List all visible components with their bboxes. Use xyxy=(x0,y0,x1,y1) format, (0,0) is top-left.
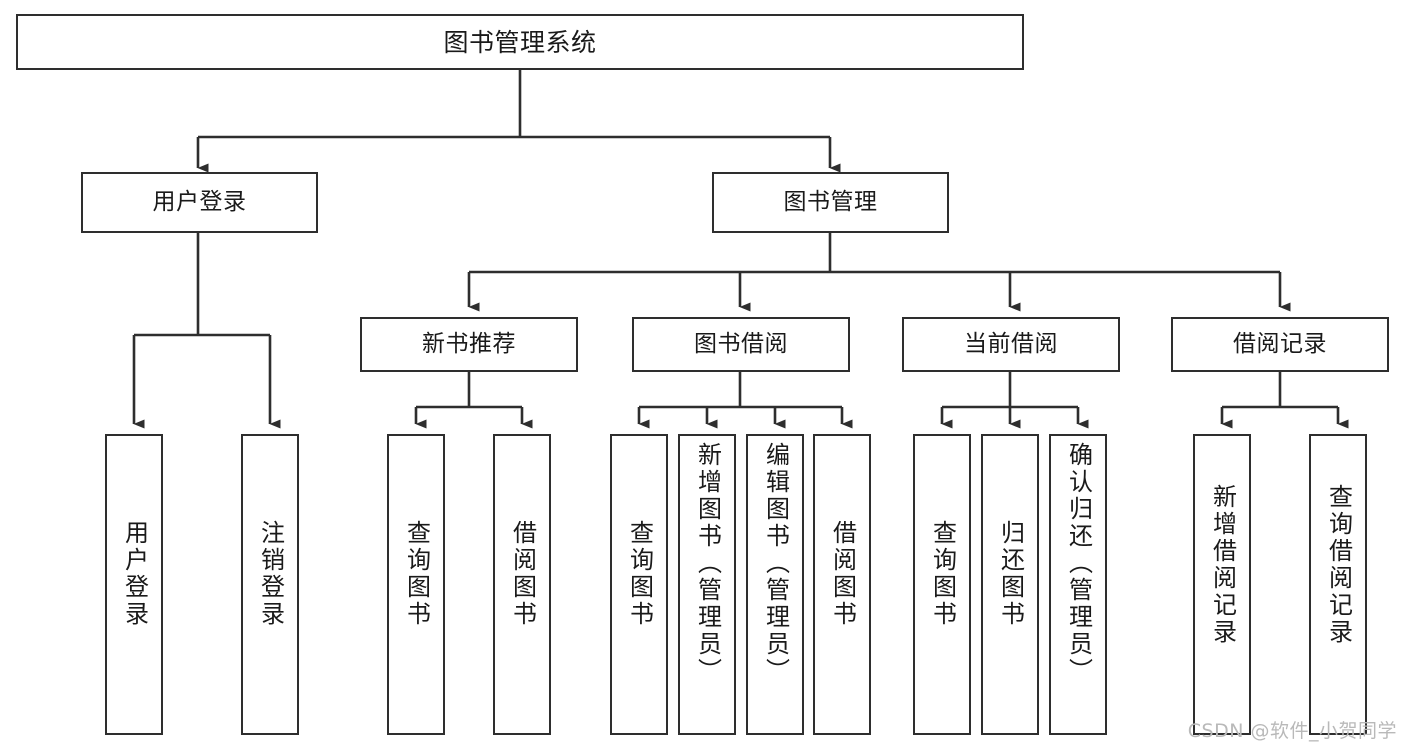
leaf-book-borrow-borrow-books[interactable]: 借阅图书 xyxy=(813,434,871,735)
node-user-login[interactable]: 用户登录 xyxy=(81,172,318,233)
node-label: 确认归还（管理员） xyxy=(1064,442,1093,685)
node-label: 图书管理系统 xyxy=(443,27,597,57)
node-label: 借阅记录 xyxy=(1233,331,1327,357)
leaf-current-borrow-return-books[interactable]: 归还图书 xyxy=(981,434,1039,735)
node-label: 查询图书 xyxy=(928,520,957,628)
node-label: 编辑图书（管理员） xyxy=(761,442,790,685)
node-label: 借阅图书 xyxy=(828,520,857,628)
node-label: 用户登录 xyxy=(152,189,247,215)
node-label: 查询图书 xyxy=(402,520,431,628)
node-label: 用户登录 xyxy=(120,520,149,628)
node-new-book-recommendation[interactable]: 新书推荐 xyxy=(360,317,578,372)
node-book-management[interactable]: 图书管理 xyxy=(712,172,949,233)
leaf-new-book-borrow-books[interactable]: 借阅图书 xyxy=(493,434,551,735)
node-label: 图书管理 xyxy=(783,189,878,215)
leaf-user-login-login[interactable]: 用户登录 xyxy=(105,434,163,735)
leaf-book-borrow-edit-book-admin[interactable]: 编辑图书（管理员） xyxy=(746,434,804,735)
node-label: 当前借阅 xyxy=(964,331,1058,357)
node-label: 借阅图书 xyxy=(508,520,537,628)
node-book-borrowing[interactable]: 图书借阅 xyxy=(632,317,850,372)
node-borrowing-record[interactable]: 借阅记录 xyxy=(1171,317,1389,372)
node-label: 注销登录 xyxy=(256,520,285,628)
node-label: 图书借阅 xyxy=(694,331,788,357)
node-label: 查询图书 xyxy=(625,520,654,628)
leaf-current-borrow-confirm-return-admin[interactable]: 确认归还（管理员） xyxy=(1049,434,1107,735)
node-label: 新增借阅记录 xyxy=(1208,484,1237,646)
leaf-borrow-record-query-record[interactable]: 查询借阅记录 xyxy=(1309,434,1367,735)
leaf-new-book-query-books[interactable]: 查询图书 xyxy=(387,434,445,735)
leaf-current-borrow-query-books[interactable]: 查询图书 xyxy=(913,434,971,735)
leaf-book-borrow-add-book-admin[interactable]: 新增图书（管理员） xyxy=(678,434,736,735)
leaf-borrow-record-add-record[interactable]: 新增借阅记录 xyxy=(1193,434,1251,735)
node-label: 新书推荐 xyxy=(422,331,516,357)
leaf-book-borrow-query-books[interactable]: 查询图书 xyxy=(610,434,668,735)
leaf-user-login-logout[interactable]: 注销登录 xyxy=(241,434,299,735)
node-label: 查询借阅记录 xyxy=(1324,484,1353,646)
node-label: 新增图书（管理员） xyxy=(693,442,722,685)
node-label: 归还图书 xyxy=(996,520,1025,628)
node-current-borrowing[interactable]: 当前借阅 xyxy=(902,317,1120,372)
node-root-book-management-system[interactable]: 图书管理系统 xyxy=(16,14,1024,70)
